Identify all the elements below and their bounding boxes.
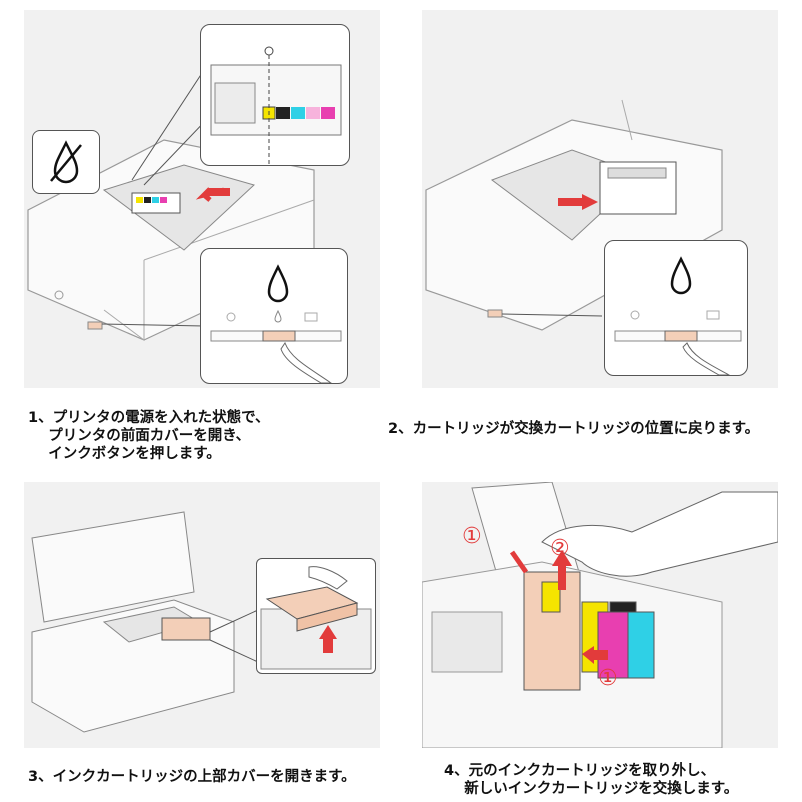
- step-marker-2: ②: [550, 536, 570, 561]
- step-marker-1-top: ①: [462, 524, 482, 549]
- cartridge-cover-zoom-inset: [256, 558, 376, 674]
- ink-drop-icon: [267, 264, 289, 303]
- power-icon: [226, 312, 236, 322]
- step-2-illustration: [422, 10, 778, 388]
- step-2-caption: 2、カートリッジが交換カートリッジの位置に戻ります。: [388, 421, 760, 437]
- step-2-printer-drawing: [425, 99, 723, 331]
- step-1-illustration: [24, 10, 380, 388]
- step-3-caption: 3、インクカートリッジの上部カバーを開きます。: [28, 769, 356, 785]
- ink-button-icon: [304, 312, 318, 322]
- step-3-printer-drawing: [31, 511, 259, 733]
- step-marker-1-bottom: ①: [598, 666, 618, 691]
- step-1-caption: 1、プリンタの電源を入れた状態で、 プリンタの前面カバーを開き、 インクボタンを…: [28, 410, 270, 462]
- cartridge-zoom-inset: [200, 24, 350, 166]
- ink-button-zoom-inset: [200, 248, 348, 384]
- step-4-cartridge-drawing: [422, 482, 778, 748]
- ink-drop-icon: [670, 256, 692, 295]
- no-ink-icon: [32, 130, 100, 194]
- step-4-caption: 4、元のインクカートリッジを取り外し、 新しいインクカートリッジを交換します。: [444, 763, 739, 797]
- step-3-illustration: [24, 482, 380, 748]
- step-4-illustration: ① ② ①: [422, 482, 778, 748]
- ink-button-zoom-inset-2: [604, 240, 748, 376]
